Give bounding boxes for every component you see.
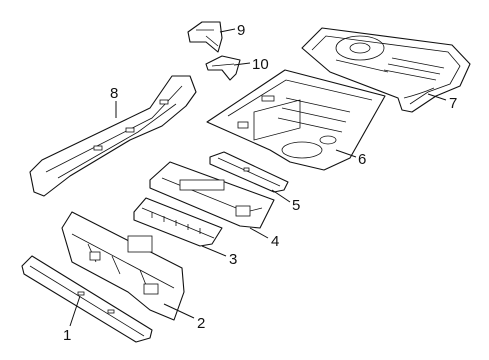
bracket-upper bbox=[187, 21, 223, 53]
crossmember-reinforcement bbox=[149, 161, 275, 229]
rear-floor-pan bbox=[206, 69, 386, 171]
leader-10 bbox=[233, 62, 251, 66]
leader-lines bbox=[69, 28, 447, 327]
floor-crossmember-assembly bbox=[61, 211, 185, 321]
crossmember bbox=[133, 197, 223, 247]
callout-9: 9 bbox=[237, 22, 245, 39]
callout-1: 1 bbox=[63, 327, 71, 344]
bracket-lower bbox=[205, 55, 241, 81]
leader-9 bbox=[219, 28, 236, 33]
callout-2: 2 bbox=[197, 315, 205, 332]
callout-4: 4 bbox=[271, 233, 279, 250]
leader-3 bbox=[201, 245, 227, 257]
leader-5 bbox=[271, 189, 291, 203]
callout-8: 8 bbox=[110, 85, 118, 102]
spare-tire-tub bbox=[301, 27, 471, 113]
leader-1 bbox=[69, 295, 81, 327]
callout-5: 5 bbox=[292, 197, 300, 214]
leader-7 bbox=[427, 93, 447, 101]
callout-10: 10 bbox=[252, 56, 269, 73]
callout-6: 6 bbox=[358, 151, 366, 168]
callout-7: 7 bbox=[449, 95, 457, 112]
leader-2 bbox=[163, 303, 195, 319]
callout-3: 3 bbox=[229, 251, 237, 268]
leader-4 bbox=[249, 227, 269, 239]
rear-crossmember bbox=[209, 151, 289, 193]
front-floor-rail bbox=[21, 255, 153, 343]
leader-6 bbox=[335, 149, 357, 158]
callout-labels: 1 2 3 4 5 6 7 8 9 10 bbox=[63, 22, 457, 344]
side-rail bbox=[29, 75, 197, 197]
